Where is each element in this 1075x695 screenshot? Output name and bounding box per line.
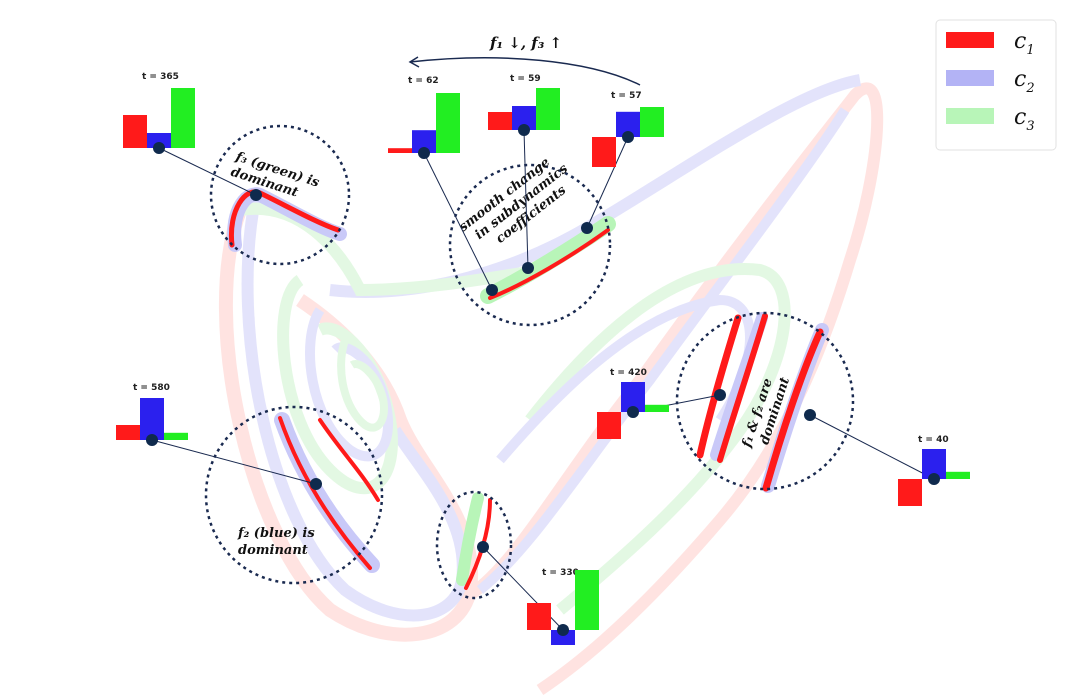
- annotation-blue-dominant: f₂ (blue) is dominant: [237, 526, 315, 558]
- highlight-circles: [204, 124, 855, 600]
- trajectory-point: [250, 189, 262, 201]
- trajectory-point: [477, 541, 489, 553]
- bar-f1: [488, 112, 512, 130]
- trajectory-point: [581, 222, 593, 234]
- snapshot-7: t = 40: [898, 435, 970, 506]
- trajectory-point: [486, 284, 498, 296]
- legend-swatch: [946, 108, 994, 124]
- bar-f1: [527, 603, 551, 630]
- circle-blue-dominant: [204, 405, 384, 585]
- trajectory-point: [522, 262, 534, 274]
- bar-f1: [388, 148, 412, 153]
- bar-f3: [946, 471, 970, 479]
- bar-f3: [436, 93, 460, 153]
- snapshot-dot: [622, 131, 634, 143]
- svg-text:f₂ (blue) isdominant: f₂ (blue) is dominant: [237, 526, 315, 558]
- bar-f3: [536, 88, 560, 130]
- snapshot-dot: [518, 124, 530, 136]
- trajectory-point: [804, 409, 816, 421]
- connector-line: [158, 147, 257, 196]
- snapshot-time-label: t = 40: [918, 435, 949, 445]
- bar-f2: [147, 133, 171, 148]
- connectors: [151, 129, 935, 631]
- snapshot-time-label: t = 580: [133, 383, 170, 393]
- snapshot-dot: [557, 624, 569, 636]
- connector-line: [809, 414, 935, 480]
- snapshot-6: t = 420: [597, 368, 669, 439]
- snapshot-time-label: t = 59: [510, 74, 541, 84]
- connector-line: [523, 129, 529, 269]
- bar-f1: [116, 425, 140, 440]
- circle-f1f2-dominant: [675, 311, 855, 491]
- bar-f1: [898, 479, 922, 506]
- trajectory-points: [146, 124, 940, 636]
- bar-f2: [551, 630, 575, 645]
- annotation-blue-line2: dominant: [238, 543, 308, 558]
- bar-f2: [412, 130, 436, 153]
- trend-arrow-label: f₁ ↓, f₃ ↑: [489, 34, 562, 52]
- snapshot-dot: [928, 473, 940, 485]
- bar-f3: [171, 88, 195, 148]
- snapshot-time-label: t = 365: [142, 72, 179, 82]
- bar-f2: [140, 398, 164, 440]
- bar-f3: [640, 107, 664, 137]
- snapshot-dot: [153, 142, 165, 154]
- snapshot-dot: [418, 147, 430, 159]
- snapshot-time-label: t = 330: [542, 568, 579, 578]
- snapshot-time-label: t = 57: [611, 91, 642, 101]
- bar-f3: [645, 404, 669, 412]
- circle-green-dominant: [209, 124, 351, 266]
- legend-label-sub: 2: [1025, 81, 1034, 96]
- connector-line: [151, 439, 317, 485]
- bar-f1: [592, 137, 616, 167]
- legend-swatch: [946, 70, 994, 86]
- bar-f1: [597, 412, 621, 439]
- legend-item-3: c3: [946, 105, 1035, 134]
- legend-label-sub: 3: [1026, 119, 1034, 134]
- circle-smooth-change: [448, 163, 612, 327]
- snapshot-time-label: t = 420: [610, 368, 647, 378]
- snapshot-3: t = 59: [488, 74, 560, 130]
- snapshot-4: t = 57: [592, 91, 664, 167]
- trajectory-point: [714, 389, 726, 401]
- connector-line: [586, 136, 629, 229]
- circle-bottom-ellipse: [435, 490, 513, 600]
- snapshot-dot: [627, 406, 639, 418]
- legend-swatch: [946, 32, 994, 48]
- legend-label-sub: 1: [1026, 43, 1034, 58]
- bar-f1: [123, 115, 147, 148]
- trend-arrow: f₁ ↓, f₃ ↑: [408, 34, 641, 86]
- snapshot-2: t = 62: [388, 76, 460, 153]
- connector-line: [423, 152, 493, 291]
- snapshot-bar-charts: t = 365 t = 62 t = 59 t = 57 t = 580 t = 420 t…: [116, 72, 970, 645]
- trajectory-point: [310, 478, 322, 490]
- annotation-blue-line1: f₂ (blue) is: [237, 526, 315, 541]
- snapshot-8: t = 330: [527, 568, 599, 645]
- bar-f3: [575, 570, 599, 630]
- snapshot-dot: [146, 434, 158, 446]
- snapshot-time-label: t = 62: [408, 76, 439, 86]
- snapshot-1: t = 365: [123, 72, 195, 148]
- bar-f3: [164, 432, 188, 440]
- snapshot-5: t = 580: [116, 383, 188, 440]
